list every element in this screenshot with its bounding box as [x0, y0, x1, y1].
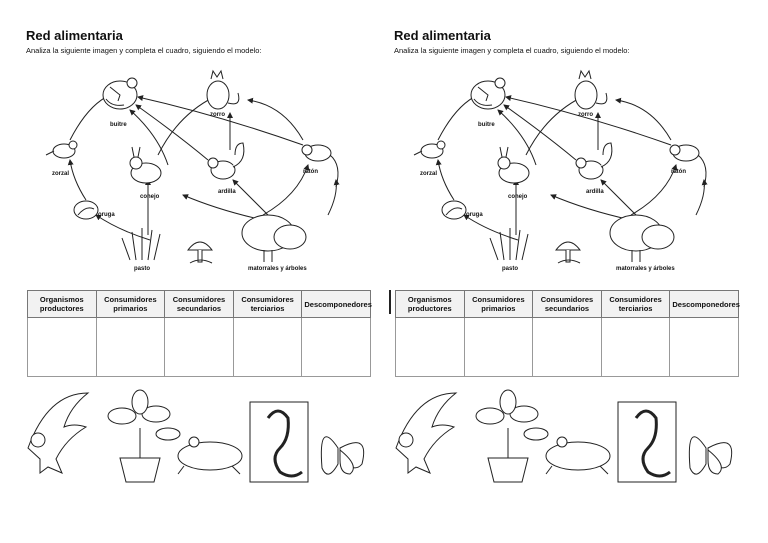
header-productores: Organismos productores — [27, 290, 97, 318]
header-secundarios: Consumidores secundarios — [532, 290, 602, 318]
snake-icon — [617, 401, 677, 483]
thrush-icon — [413, 140, 446, 159]
header-primarios: Consumidores primarios — [95, 290, 166, 318]
fox-icon — [206, 69, 240, 110]
mushroom-icon — [186, 241, 214, 264]
label-ardilla: ardilla — [218, 189, 236, 195]
worksheet-right: Red alimentaria Analiza la siguiente ima… — [386, 0, 756, 543]
label-conejo: conejo — [140, 194, 160, 200]
worksheet-instruction: Analiza la siguiente imagen y completa e… — [394, 46, 630, 55]
label-buitre: buitre — [478, 122, 495, 128]
label-buitre: buitre — [110, 122, 127, 128]
worksheet-title: Red alimentaria — [394, 28, 491, 43]
tree-icon — [609, 214, 675, 262]
worksheet-instruction: Analiza la siguiente imagen y completa e… — [26, 46, 262, 55]
label-oruga: oruga — [98, 212, 115, 218]
food-web-diagram: buitre zorro zorzal conejo ardilla ratón — [45, 69, 340, 272]
margin-mark — [389, 290, 391, 314]
label-pasto: pasto — [502, 266, 518, 272]
header-terciarios: Consumidores terciarios — [232, 290, 303, 318]
label-pasto: pasto — [134, 266, 150, 272]
mushroom-icon — [554, 241, 582, 264]
organism-pictures — [395, 389, 733, 483]
label-matorrales: matorrales y árboles — [248, 266, 307, 272]
cell-productores[interactable] — [27, 317, 97, 377]
label-conejo: conejo — [508, 194, 528, 200]
label-matorrales: matorrales y árboles — [616, 266, 675, 272]
grass-icon — [489, 228, 529, 261]
label-oruga: oruga — [466, 212, 483, 218]
snake-icon — [249, 401, 309, 483]
fox-icon — [574, 69, 608, 110]
frog-icon — [545, 436, 611, 475]
cell-primarios[interactable] — [95, 317, 166, 377]
organism-pictures — [27, 389, 365, 483]
butterfly-icon — [320, 436, 365, 475]
cell-terciarios[interactable] — [232, 317, 303, 377]
eagle-icon — [395, 392, 458, 474]
worksheet-title: Red alimentaria — [26, 28, 123, 43]
cell-descomponedores[interactable] — [301, 317, 371, 377]
mouse-icon — [301, 144, 339, 188]
label-raton: ratón — [671, 169, 686, 175]
food-web-diagram: buitre zorro zorzal conejo ardilla ratón — [413, 69, 708, 272]
mouse-icon — [669, 144, 707, 188]
header-terciarios: Consumidores terciarios — [600, 290, 671, 318]
label-ardilla: ardilla — [586, 189, 604, 195]
header-descomponedores: Descomponedores — [301, 290, 372, 318]
cell-productores[interactable] — [395, 317, 465, 377]
eagle-icon — [27, 392, 90, 474]
plant-icon — [475, 389, 549, 483]
vulture-icon — [470, 77, 506, 110]
label-zorzal: zorzal — [52, 171, 69, 177]
cell-terciarios[interactable] — [600, 317, 671, 377]
squirrel-icon — [207, 142, 245, 180]
classification-table: Organismos productores Consumidores prim… — [27, 290, 372, 377]
thrush-icon — [45, 140, 78, 159]
tree-icon — [241, 214, 307, 262]
cell-descomponedores[interactable] — [669, 317, 739, 377]
caterpillar-icon — [441, 200, 467, 220]
rabbit-icon — [497, 146, 530, 184]
rabbit-icon — [129, 146, 162, 184]
label-raton: ratón — [303, 169, 318, 175]
header-productores: Organismos productores — [395, 290, 465, 318]
worksheet-left: Red alimentaria Analiza la siguiente ima… — [18, 0, 388, 543]
header-primarios: Consumidores primarios — [463, 290, 534, 318]
squirrel-icon — [575, 142, 613, 180]
cell-secundarios[interactable] — [164, 317, 234, 377]
butterfly-icon — [688, 436, 733, 475]
classification-table: Organismos productores Consumidores prim… — [395, 290, 740, 377]
frog-icon — [177, 436, 243, 475]
label-zorzal: zorzal — [420, 171, 437, 177]
plant-icon — [107, 389, 181, 483]
caterpillar-icon — [73, 200, 99, 220]
cell-primarios[interactable] — [463, 317, 534, 377]
header-descomponedores: Descomponedores — [669, 290, 740, 318]
label-zorro: zorro — [210, 112, 225, 118]
vulture-icon — [102, 77, 138, 110]
label-zorro: zorro — [578, 112, 593, 118]
grass-icon — [121, 228, 161, 261]
header-secundarios: Consumidores secundarios — [164, 290, 234, 318]
cell-secundarios[interactable] — [532, 317, 602, 377]
